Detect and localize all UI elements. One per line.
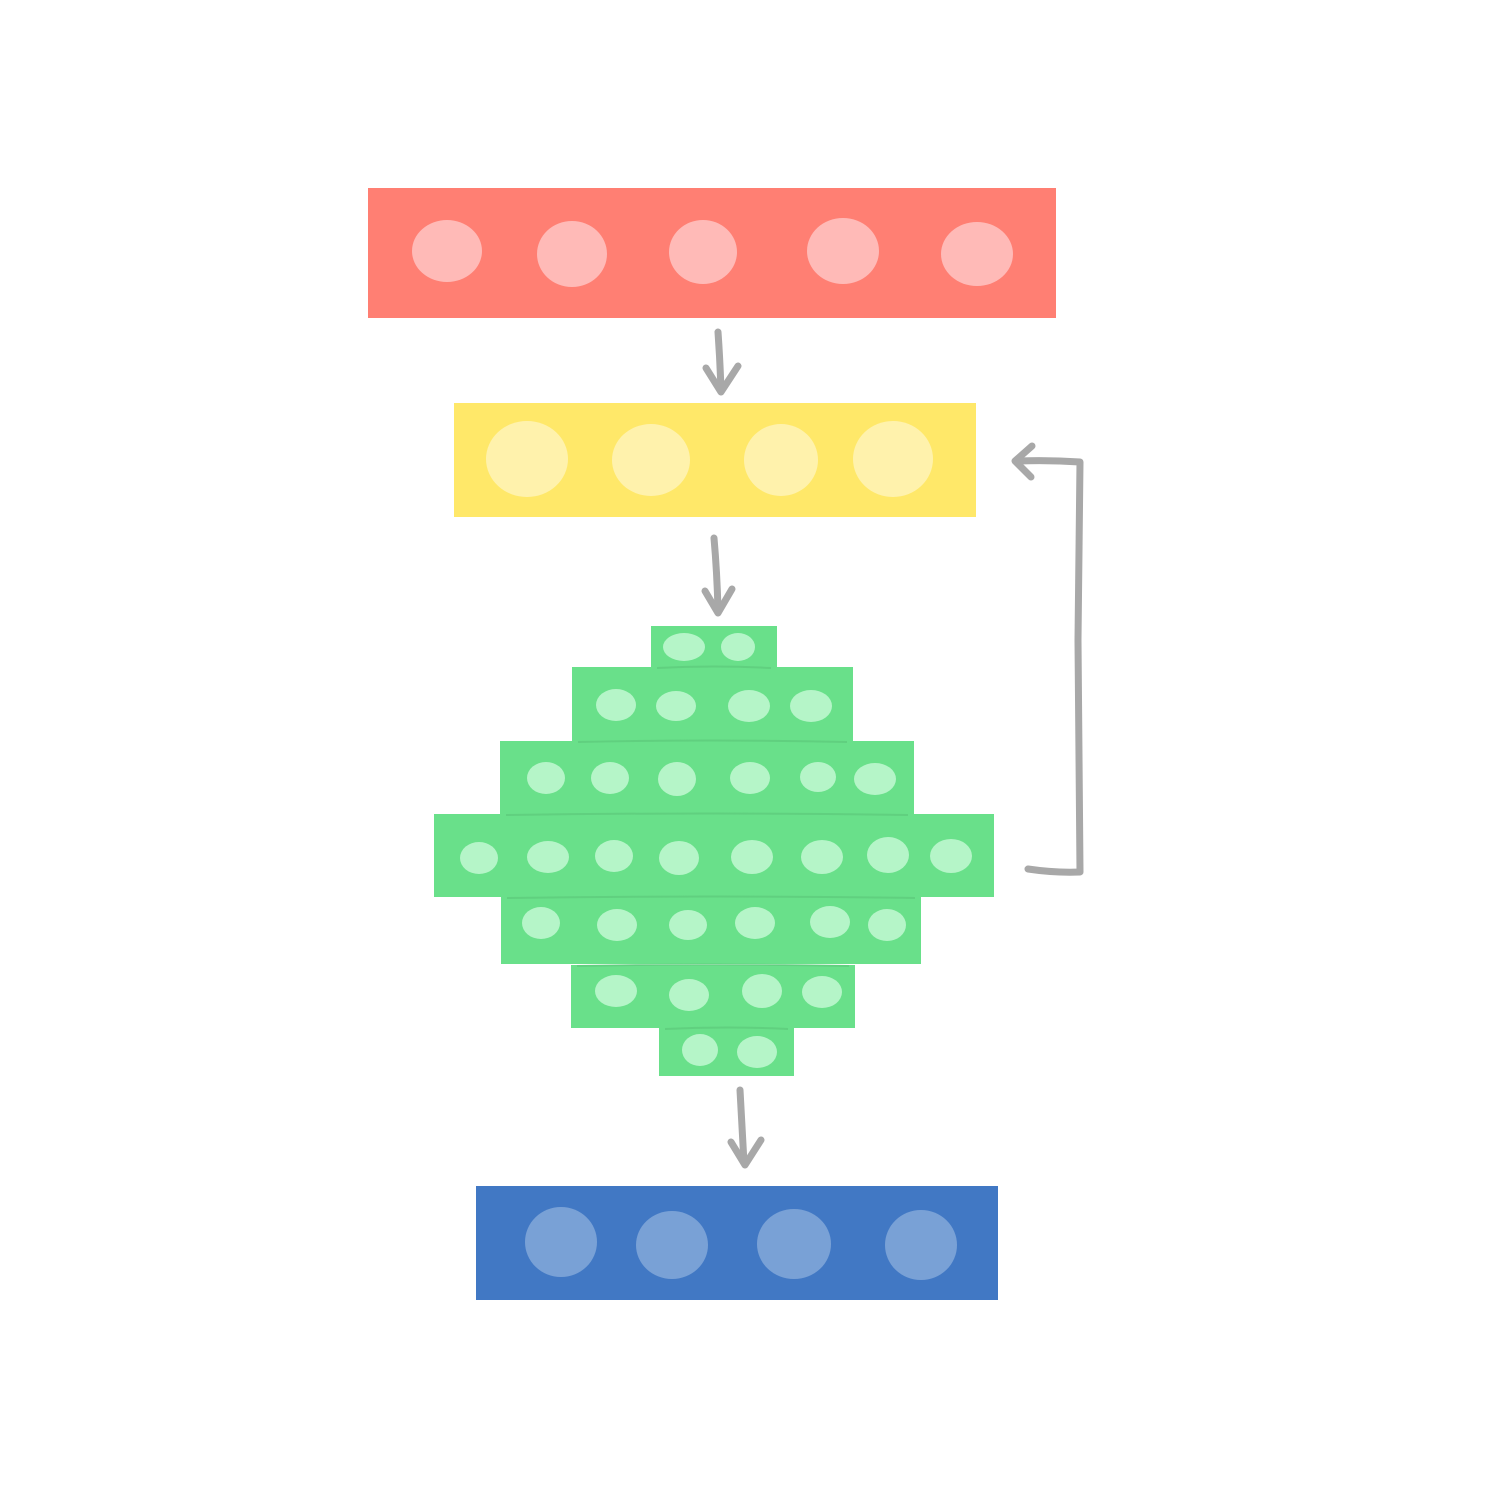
- arrowhead-icon: [702, 362, 742, 396]
- node: [682, 1034, 718, 1066]
- node: [658, 762, 696, 796]
- node: [486, 421, 568, 497]
- node: [744, 424, 818, 496]
- hidden-cluster-row-1: [651, 626, 777, 672]
- node: [721, 633, 755, 661]
- node: [659, 841, 699, 875]
- node: [930, 839, 972, 873]
- input-layer: [368, 188, 1056, 318]
- node: [525, 1207, 597, 1277]
- node: [941, 222, 1013, 286]
- node: [527, 841, 569, 873]
- arrow-recurrent-to-hidden-shaft: [710, 534, 722, 614]
- node: [757, 1209, 831, 1279]
- node: [522, 907, 560, 939]
- arrows-group: [701, 328, 1084, 1169]
- row-divider: [664, 1026, 789, 1030]
- node: [527, 762, 565, 794]
- node: [597, 909, 637, 941]
- node: [728, 690, 770, 722]
- input-layer-band: [368, 188, 1056, 318]
- node: [412, 220, 482, 282]
- recurrent-layer: [454, 403, 976, 517]
- arrow-feedback-loop-shaft: [1014, 457, 1084, 876]
- arrowhead-icon: [1011, 442, 1036, 481]
- node: [595, 975, 637, 1007]
- node: [656, 691, 696, 721]
- node: [596, 689, 636, 721]
- hidden-cluster-row-7: [659, 1028, 794, 1076]
- arrowhead-icon: [701, 585, 736, 617]
- node: [595, 840, 633, 872]
- hidden-cluster-row-5-rect: [501, 897, 921, 964]
- arrowhead-icon: [727, 1136, 765, 1169]
- node: [669, 910, 707, 940]
- hidden-cluster-row-6: [571, 965, 855, 1028]
- node: [885, 1210, 957, 1280]
- arrow-feedback-loop: [1011, 442, 1084, 876]
- row-divider: [506, 895, 916, 899]
- node: [802, 976, 842, 1008]
- node: [854, 763, 896, 795]
- node: [669, 979, 709, 1011]
- arrow-hidden-to-output-shaft: [736, 1086, 748, 1167]
- node: [801, 840, 843, 874]
- hidden-cluster: [434, 626, 994, 1076]
- hidden-cluster-row-2: [572, 667, 853, 742]
- node: [800, 762, 836, 792]
- node: [868, 909, 906, 941]
- node: [669, 220, 737, 284]
- layers-group: [368, 188, 1056, 1300]
- recurrent-layer-band: [454, 403, 976, 517]
- row-divider: [577, 739, 848, 743]
- node: [612, 424, 690, 496]
- node: [807, 218, 879, 284]
- row-divider: [576, 963, 850, 967]
- hidden-cluster-row-3: [500, 741, 914, 817]
- row-divider: [656, 665, 772, 669]
- node: [731, 840, 773, 874]
- node: [742, 974, 782, 1008]
- node: [730, 762, 770, 794]
- node: [663, 633, 705, 661]
- node: [790, 690, 832, 722]
- node: [867, 837, 909, 873]
- hidden-cluster-row-4-rect: [434, 814, 994, 897]
- hidden-cluster-row-4: [434, 814, 994, 897]
- node: [737, 1036, 777, 1068]
- node: [460, 842, 498, 874]
- node: [591, 762, 629, 794]
- arrow-recurrent-to-hidden: [701, 534, 736, 617]
- output-layer-band: [476, 1186, 998, 1300]
- hidden-cluster-row-5: [501, 897, 921, 964]
- node: [537, 221, 607, 287]
- node: [853, 421, 933, 497]
- arrow-input-to-recurrent-shaft: [714, 328, 725, 394]
- node: [636, 1211, 708, 1279]
- output-layer: [476, 1186, 998, 1300]
- hidden-cluster-row-3-rect: [500, 741, 914, 817]
- node: [735, 907, 775, 939]
- row-divider: [505, 812, 909, 816]
- arrow-hidden-to-output: [727, 1086, 765, 1169]
- arrow-input-to-recurrent: [702, 328, 742, 396]
- node: [810, 906, 850, 938]
